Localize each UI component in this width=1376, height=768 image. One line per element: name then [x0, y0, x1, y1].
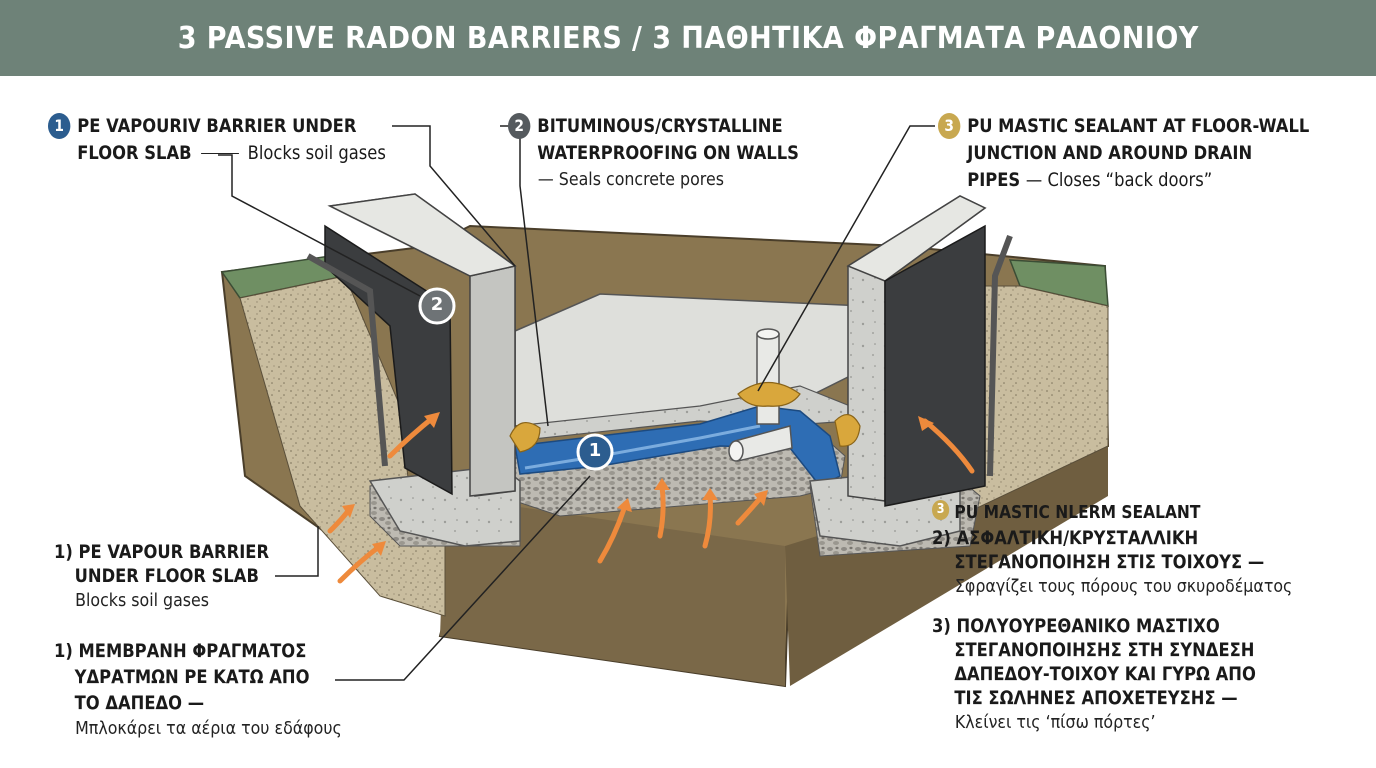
right-note-3-desc: Κλείνει τις ‘πίσω πόρτες’ [954, 712, 1156, 733]
radon-arrowhead [654, 478, 670, 490]
left-note-en-line2: UNDER FLOOR SLAB [74, 565, 259, 587]
radon-arrowhead [617, 498, 632, 512]
diagram-marker-1 [576, 433, 614, 471]
right-note-3-line4: ΤΙΣ ΣΩΛΗΝΕΣ ΑΠΟΧΕΤΕΥΣΗΣ — [954, 687, 1238, 709]
left-note-en: 1) PE VAPOUR BARRIER UNDER FLOOR SLAB Bl… [54, 540, 304, 614]
badge-3: 3 [938, 113, 961, 139]
drain-pipe-end [728, 440, 744, 462]
left-note-en-desc: Blocks soil gases [75, 590, 210, 611]
right-note-2-line2: ΣΤΕΓΑΝΟΠΟΙΗΣΗ ΣΤΙΣ ΤΟΙΧΟΥΣ — [954, 551, 1265, 573]
right-note-3-line2: ΣΤΕΓΑΝΟΠΟΙΗΣΗΣ ΣΤΗ ΣΥΝΔΕΣΗ [954, 639, 1255, 661]
radon-arrow [657, 483, 666, 539]
drainage-board-left [306, 253, 388, 467]
callout-waterproofing: 2 BITUMINOUS/CRYSTALLINE WATERPROOFING ON… [508, 113, 846, 193]
leader-line-callout-3 [757, 125, 935, 392]
callout-2-line1: BITUMINOUS/CRYSTALLINE [537, 115, 783, 137]
callout-pu-sealant: 3 PU MASTIC SEALANT AT FLOOR-WALL JUNCTIO… [938, 113, 1370, 194]
badge-1: 1 [48, 113, 71, 139]
radon-arrowhead [754, 490, 768, 506]
right-note-2-desc: Σφραγίζει τους πόρους του σκυροδέματος [954, 576, 1293, 597]
left-note-gr-line2: ΥΔΡΑΤΜΩΝ PE ΚΑΤΩ ΑΠΟ [74, 666, 310, 688]
leader-line-callout-1 [392, 125, 516, 267]
radon-arrow [597, 503, 628, 564]
left-note-gr-line1: 1) ΜΕΜΒΡΑΝΗ ΦΡΑΓΜΑΤΟΣ [54, 640, 307, 662]
diagram-marker-2-number: 2 [430, 294, 444, 315]
callout-1-line1: PE VAPOURIV BARRIER UNDER [77, 115, 357, 137]
leader-line-callout-1b [218, 154, 421, 297]
wall-right-top [846, 195, 987, 282]
badge-2: 2 [508, 113, 531, 139]
soil-right-face [785, 446, 1108, 686]
leader-line-left-note-gr [335, 475, 591, 681]
radon-arrow [702, 493, 713, 549]
waterproofing-right [884, 224, 986, 507]
callout-1-line2: FLOOR SLAB [77, 142, 192, 164]
callout-3-desc: — Closes “back doors” [1025, 169, 1213, 191]
callout-3-line2: JUNCTION AND AROUND DRAIN [967, 142, 1253, 164]
callout-2-desc: — Seals concrete pores [537, 169, 724, 190]
title-banner: 3 PASSIVE RADON BARRIERS / 3 ΠΑΘΗΤΙΚΑ ΦΡ… [0, 0, 1376, 76]
callout-2-line2: WATERPROOFING ON WALLS [537, 142, 799, 164]
left-note-gr-line3: ΤΟ ΔΑΠΕΔΟ — [74, 692, 205, 714]
callout-3-line1: PU MASTIC SEALANT AT FLOOR-WALL [967, 115, 1310, 137]
right-note-3-line1: 3) ΠΟΛΥΟΥΡΕΘΑΝΙΚΟ ΜΑΣΤΙΧΟ [932, 615, 1220, 637]
callout-3-line3: PIPES [967, 169, 1021, 191]
callout-vapour-barrier: 1 PE VAPOURIV BARRIER UNDER FLOOR SLAB Bl… [48, 113, 441, 167]
left-note-gr-desc: Μπλοκάρει τα αέρια του εδάφους [75, 718, 342, 739]
left-note-gr: 1) ΜΕΜΒΡΑΝΗ ΦΡΑΓΜΑΤΟΣ ΥΔΡΑΤΜΩΝ PE ΚΑΤΩ Α… [54, 638, 381, 742]
radon-arrowheads [342, 412, 934, 556]
diagram-marker-2 [418, 287, 456, 325]
radon-arrowhead [918, 416, 934, 431]
sealant-pipe-collar [737, 382, 801, 407]
radon-arrowhead [372, 541, 386, 556]
left-note-en-line1: 1) PE VAPOUR BARRIER [54, 541, 270, 563]
drain-pipe-top [756, 328, 780, 340]
sealant-right-junction [834, 414, 861, 447]
radon-arrowhead [702, 488, 718, 500]
radon-arrow [922, 418, 975, 474]
sealant-left-junction [509, 421, 541, 453]
right-note-sealant-title: PU MASTIC NLERM SEALANT [954, 502, 1201, 523]
diagram-marker-1-number: 1 [588, 440, 602, 461]
radon-arrowhead [424, 412, 440, 428]
right-note-3-line3: ΔΑΠΕΔΟΥ-ΤΟΙΧΟΥ ΚΑΙ ΓΥΡΩ ΑΠΟ [954, 663, 1256, 685]
radon-arrowhead [342, 504, 355, 518]
leader-lines [218, 125, 935, 681]
soil-front-face [440, 496, 785, 686]
right-note-2-line1: 2) ΑΣΦΑΛΤΙΚΗ/ΚΡΥΣΤΑΛΛΙΚΗ [932, 527, 1199, 549]
page-title: 3 PASSIVE RADON BARRIERS / 3 ΠΑΘΗΤΙΚΑ ΦΡ… [177, 20, 1199, 56]
badge-3-small: 3 [932, 500, 950, 520]
drainage-board-right [987, 234, 1013, 477]
leader-line-left-note-en [275, 526, 319, 577]
diagram-scene: 2 1 1 PE VAPOURIV BARRIER UNDER FLOOR SLA… [0, 76, 1376, 768]
wall-left-end [469, 265, 516, 497]
foundation-illustration [218, 125, 1110, 688]
membrane-highlight [524, 424, 761, 470]
callout-1-desc: Blocks soil gases [247, 142, 386, 164]
drain-pipe-vertical [756, 333, 780, 425]
